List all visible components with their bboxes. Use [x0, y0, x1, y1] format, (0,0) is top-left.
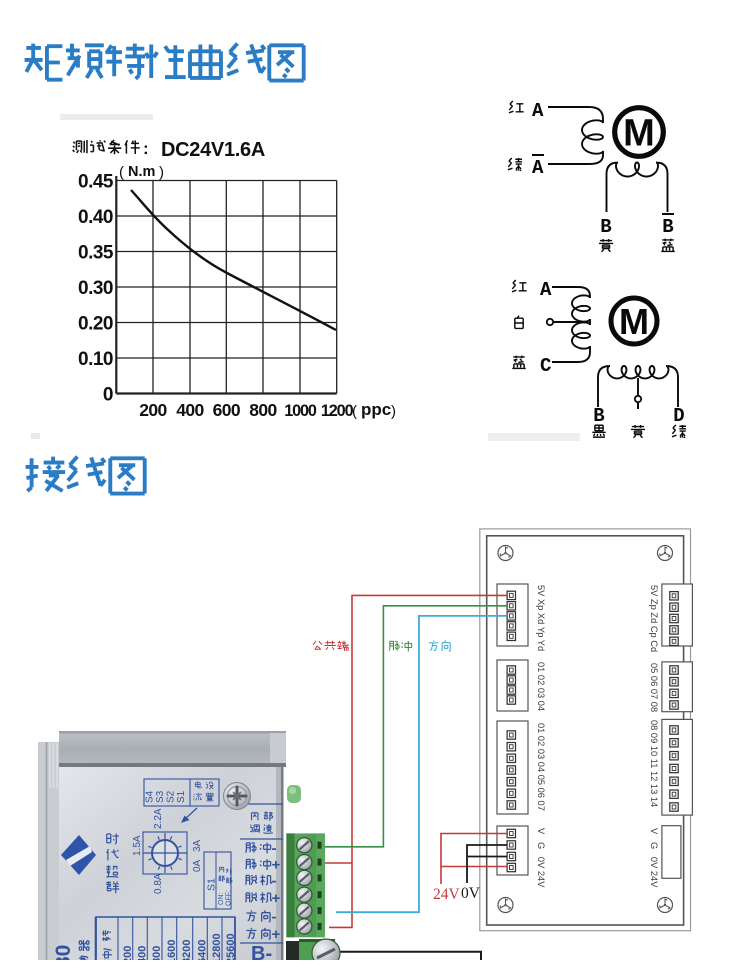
svg-text:0.20: 0.20	[78, 313, 113, 334]
svg-text:1200: 1200	[321, 402, 354, 420]
svg-text:DC24V1.6A: DC24V1.6A	[161, 139, 265, 161]
svg-text:1000: 1000	[284, 402, 317, 420]
svg-text:400: 400	[137, 946, 149, 960]
svg-text:0.40: 0.40	[78, 207, 113, 228]
svg-text:): )	[391, 403, 396, 420]
svg-text:C: C	[540, 355, 551, 377]
svg-text::: :	[143, 139, 149, 158]
svg-text:+: +	[272, 926, 281, 943]
svg-text:0.30: 0.30	[78, 278, 113, 299]
svg-text:V G 0V 24V: V G 0V 24V	[649, 828, 659, 888]
svg-text:12800: 12800	[211, 933, 223, 960]
svg-text:0.8A: 0.8A	[153, 873, 164, 894]
svg-text:01 02 03 04 05 06 07: 01 02 03 04 05 06 07	[536, 723, 546, 811]
svg-text:0.10: 0.10	[78, 349, 113, 370]
svg-text:(: (	[119, 164, 124, 181]
svg-text:6400: 6400	[197, 940, 209, 960]
svg-text:80: 80	[52, 945, 75, 960]
svg-text:05 06 07 08: 05 06 07 08	[649, 663, 659, 712]
svg-text:A: A	[532, 157, 544, 179]
svg-text:): )	[159, 164, 164, 181]
svg-text:A: A	[532, 100, 544, 122]
svg-text:-: -	[272, 909, 277, 926]
svg-text:3A: 3A	[192, 839, 203, 852]
svg-text:-: -	[272, 840, 277, 857]
svg-text:OFF:: OFF:	[226, 890, 233, 906]
svg-text:0.45: 0.45	[78, 171, 114, 192]
svg-text:24V: 24V	[433, 886, 461, 903]
svg-text:1.5A: 1.5A	[132, 835, 143, 856]
svg-text:08 09 10 11 12 13 14: 08 09 10 11 12 13 14	[649, 720, 659, 807]
svg-text:ppc: ppc	[361, 400, 391, 419]
svg-text:+: +	[272, 890, 281, 907]
svg-text:800: 800	[249, 400, 277, 420]
svg-text:200: 200	[139, 400, 167, 420]
svg-text:B: B	[600, 216, 611, 238]
svg-text:B: B	[593, 405, 604, 427]
svg-text:01 02 03 04: 01 02 03 04	[536, 662, 546, 711]
svg-text:-: -	[272, 873, 277, 890]
svg-text:800: 800	[151, 946, 163, 960]
svg-text:400: 400	[176, 400, 204, 420]
svg-text:V G 0V 24V: V G 0V 24V	[536, 828, 546, 888]
svg-text:(: (	[352, 403, 357, 420]
svg-text:M: M	[623, 113, 655, 155]
svg-text:3200: 3200	[181, 940, 193, 960]
svg-text:ON:: ON:	[218, 893, 225, 906]
svg-text:B-: B-	[251, 943, 272, 960]
svg-text:2.2A: 2.2A	[153, 808, 164, 829]
svg-text:0.35: 0.35	[78, 242, 114, 263]
svg-text:S2: S2	[166, 790, 177, 803]
svg-text:S1: S1	[176, 790, 187, 803]
svg-text:5V Zp Zd Cp Cd: 5V Zp Zd Cp Cd	[649, 585, 659, 652]
svg-text:A: A	[540, 279, 552, 301]
svg-text:S4: S4	[145, 790, 156, 803]
svg-text:N.m: N.m	[128, 164, 155, 180]
svg-text:600: 600	[213, 400, 241, 420]
svg-text:0A: 0A	[192, 859, 203, 872]
svg-text:25600: 25600	[225, 933, 237, 960]
svg-text:5V Xp Xd Yp Yd: 5V Xp Xd Yp Yd	[536, 585, 546, 651]
svg-text:0V: 0V	[461, 885, 481, 902]
svg-text:B: B	[662, 216, 673, 238]
svg-text:D: D	[673, 405, 684, 427]
svg-text:/: /	[103, 948, 115, 951]
svg-text:M: M	[619, 301, 649, 342]
svg-text:0: 0	[103, 384, 113, 405]
svg-text:+: +	[272, 857, 281, 874]
svg-text:1600: 1600	[166, 940, 178, 960]
svg-text:S3: S3	[155, 790, 166, 803]
svg-text:200: 200	[122, 946, 134, 960]
svg-text:S1: S1	[206, 878, 218, 891]
